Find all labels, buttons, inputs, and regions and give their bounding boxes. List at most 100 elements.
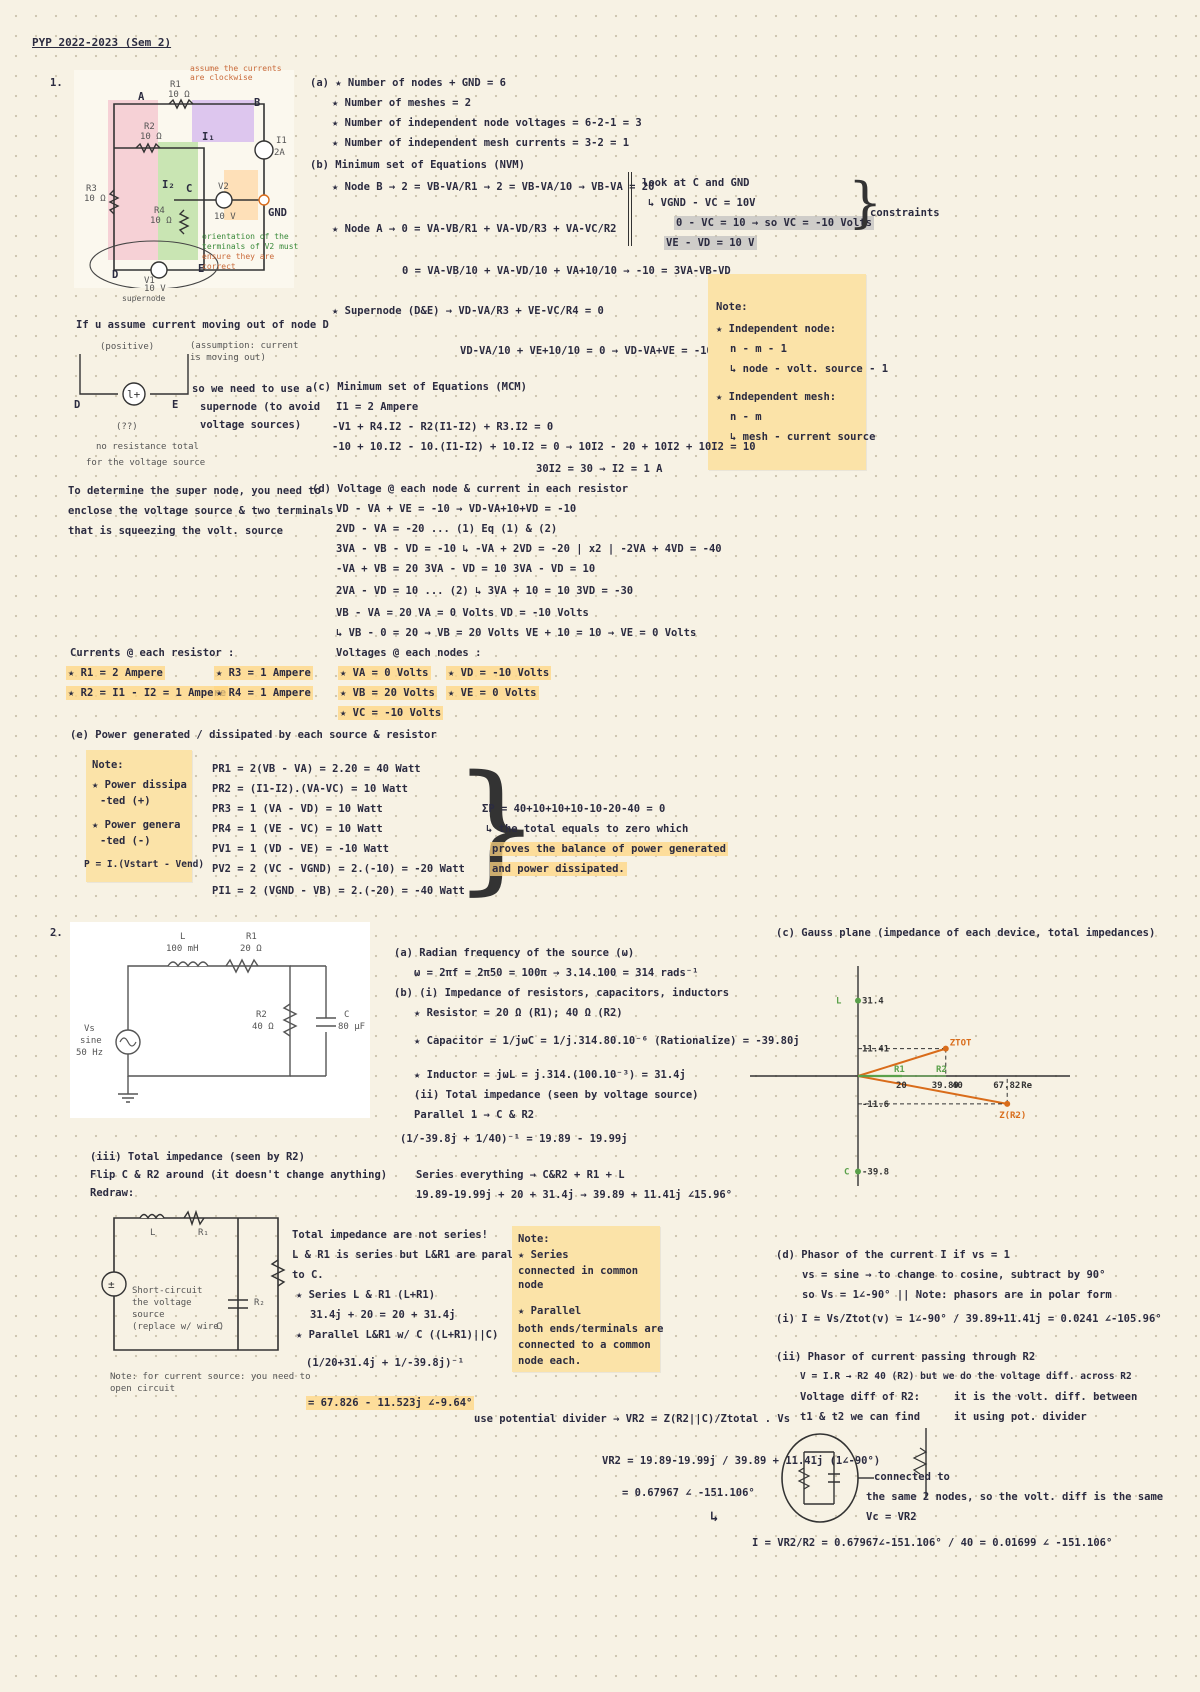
label-x-39-89: 39.89: [932, 1081, 959, 1091]
question-2-number: 2.: [50, 927, 63, 939]
q2d-line-4: (ii) Phasor of current passing through R…: [776, 1351, 1036, 1363]
voltage-vd: ★ VD = -10 Volts: [446, 666, 552, 680]
node-d-label: D: [112, 269, 119, 281]
redraw-caption-1: Short-circuit: [132, 1286, 203, 1296]
voltage-source-v1: [150, 261, 168, 279]
q2-iii-redraw: Redraw:: [90, 1187, 135, 1199]
q1c-line-1: I1 = 2 Ampere: [336, 401, 419, 413]
q2d-line-1: vs = sine → to change to cosine, subtrac…: [802, 1269, 1106, 1281]
note3-line-3: connected in common: [518, 1265, 639, 1277]
side-note-1: orientation of the: [202, 232, 289, 241]
loop-i1-label: I₁: [202, 131, 215, 143]
supernode-ellipse: [89, 240, 219, 288]
redraw-bottom-1: Note: for current source: you need to: [110, 1372, 311, 1382]
power-v2: PV2 = 2 (VC - VGND) = 2.(-10) = -20 Watt: [212, 863, 465, 875]
q2b-capacitor: ★ Capacitor = 1/jωC = 1/j.314.80.10⁻⁶ (R…: [414, 1035, 800, 1047]
q2-iii-right-8: = 67.826 - 11.523j ∠-9.64°: [306, 1396, 475, 1410]
q1c-line-2: -V1 + R4.I2 - R2(I1-I2) + R3.I2 = 0: [332, 421, 554, 433]
q1d-line-6: VB - VA = 20 VA = 0 Volts VD = -10 Volts: [336, 607, 589, 619]
supernode-label: supernode: [122, 294, 166, 303]
q2d-line-9: it using pot. divider: [954, 1411, 1087, 1423]
q1d-line-3: 3VA - VB - VD = -10 ↳ -VA + 2VD = -20 | …: [336, 543, 722, 555]
note2-line-3: -ted (+): [100, 795, 151, 807]
note2-line-1: Note:: [92, 759, 124, 771]
note1-line-1: Note:: [716, 301, 748, 313]
left-note-voltage-src: for the voltage source: [86, 458, 206, 468]
supernode-def-3: that is squeezing the volt. source: [68, 525, 283, 537]
node-a-label: A: [138, 91, 145, 103]
voltage-va: ★ VA = 0 Volts: [338, 666, 431, 680]
q1a-line-4: ★ Number of independent mesh currents = …: [332, 137, 630, 149]
supernode-def-2: enclose the voltage source & two termina…: [68, 505, 334, 517]
resistor-r1: [168, 98, 194, 110]
q2-label-l-value: 100 mH: [166, 944, 199, 954]
q2-label-r1: R1: [246, 932, 257, 942]
ground-icon: [118, 1076, 138, 1103]
q1b-supernode-2: VD-VA/10 + VE+10/10 = 0 → VD-VA+VE = -10: [460, 345, 713, 357]
q1c-line-4: 30I2 = 30 → I2 = 1 A: [536, 463, 663, 475]
left-note-assumption: (assumption: current is moving out): [190, 341, 299, 363]
q1c-line-3: -10 + 10.I2 - 10.(I1-I2) + 10.I2 = 0 → 1…: [332, 441, 756, 453]
q1b-look-3: 0 - VC = 10 → so VC = -10 Volts: [674, 216, 874, 230]
note3-line-4: node: [518, 1279, 544, 1291]
c-point: [855, 1168, 861, 1175]
label-r4: R4: [154, 206, 165, 216]
constraints-brace: }: [848, 171, 883, 234]
redraw-l: L: [150, 1228, 156, 1238]
current-r1: ★ R1 = 2 Ampere: [66, 666, 165, 680]
q2b-title: (b) (i) Impedance of resistors, capacito…: [394, 987, 730, 999]
resistor-r2: [135, 142, 161, 154]
note3-line-2: ★ Series: [518, 1249, 569, 1261]
voltage-vb: ★ VB = 20 Volts: [338, 686, 437, 700]
q1-note-top: assume the currents are clockwise: [190, 64, 282, 82]
label-i1-value: 2A: [274, 148, 285, 158]
q2d-line-12: Vc = VR2: [866, 1511, 917, 1523]
q2d-line-7: t1 & t2 we can find: [800, 1411, 921, 1423]
loop-highlight-purple: [192, 100, 254, 142]
left-note-positive: (positive): [100, 342, 155, 352]
power-r3: PR3 = 1 (VA - VD) = 10 Watt: [212, 803, 383, 815]
voltage-source-v2: [215, 191, 233, 209]
q2b-series: Series everything → C&R2 + R1 + L: [416, 1169, 625, 1181]
voltages-title: Voltages @ each nodes :: [336, 647, 482, 659]
q2d-line-8: it is the volt. diff. between: [954, 1391, 1138, 1403]
label-ztot: ZTOT: [950, 1039, 972, 1049]
q1c-title: (c) Minimum set of Equations (MCM): [312, 381, 527, 393]
power-r4: PR4 = 1 (VE - VC) = 10 Watt: [212, 823, 383, 835]
label-z-r2: Z(R2): [999, 1111, 1026, 1121]
power-sum: ΣP = 40+10+10+10-10-20-40 = 0: [482, 803, 666, 815]
label-x-20: 20: [896, 1081, 907, 1091]
note2-line-6: P = I.(Vstart - Vend): [84, 859, 205, 870]
power-sum-3: proves the balance of power generated: [490, 842, 728, 856]
q2-iii-right-2: L & R1 is series but L&R1 are parallel: [292, 1249, 533, 1261]
ztot-vector: [857, 1047, 947, 1077]
q2-label-vs-freq: 50 Hz: [76, 1048, 104, 1058]
current-r2: ★ R2 = I1 - I2 = 1 Ampere: [66, 686, 229, 700]
q2-label-c: C: [344, 1010, 350, 1020]
q2-iii-right-1: Total impedance are not series!: [292, 1229, 488, 1241]
q2d-line-10: connected to: [874, 1471, 950, 1483]
label-c: C: [844, 1168, 849, 1178]
q2d-line-13: I = VR2/R2 = 0.67967∠-151.106° / 40 = 0.…: [752, 1537, 1113, 1549]
redraw-caption-4: (replace w/ wire): [132, 1322, 225, 1332]
q2-iii-right-7: (1/20+31.4j + 1/-39.8j)⁻¹: [306, 1357, 465, 1369]
capacitor-c: [316, 1017, 336, 1027]
note1-line-7: ↳ mesh - current source: [730, 431, 876, 443]
redraw-c: C: [216, 1322, 222, 1332]
node-c-label: C: [186, 183, 193, 195]
q1b-look-2: ↳ VGND - VC = 10V: [648, 197, 756, 209]
q2-redraw-circuit: ±: [101, 1210, 286, 1351]
q2-label-vs: Vs: [84, 1024, 95, 1034]
note1-line-3: n - m - 1: [730, 343, 787, 355]
d-e-mini-circuit: l+: [79, 354, 189, 406]
label-y-11-41: 11.41: [862, 1045, 889, 1055]
power-r2: PR2 = (I1-I2).(VA-VC) = 10 Watt: [212, 783, 408, 795]
note1-line-5: ★ Independent mesh:: [716, 391, 837, 403]
note2-line-4: ★ Power genera: [92, 819, 181, 831]
redraw-r2: R₂: [254, 1298, 265, 1308]
q2d-arrow: ↳: [710, 1509, 719, 1525]
q1b-constraints: constraints: [870, 207, 940, 219]
resistor-r3: [108, 189, 120, 215]
note3-line-5: ★ Parallel: [518, 1305, 582, 1317]
q2a-omega: ω = 2πf = 2π50 = 100π → 3.14.100 = 314 r…: [414, 967, 699, 979]
